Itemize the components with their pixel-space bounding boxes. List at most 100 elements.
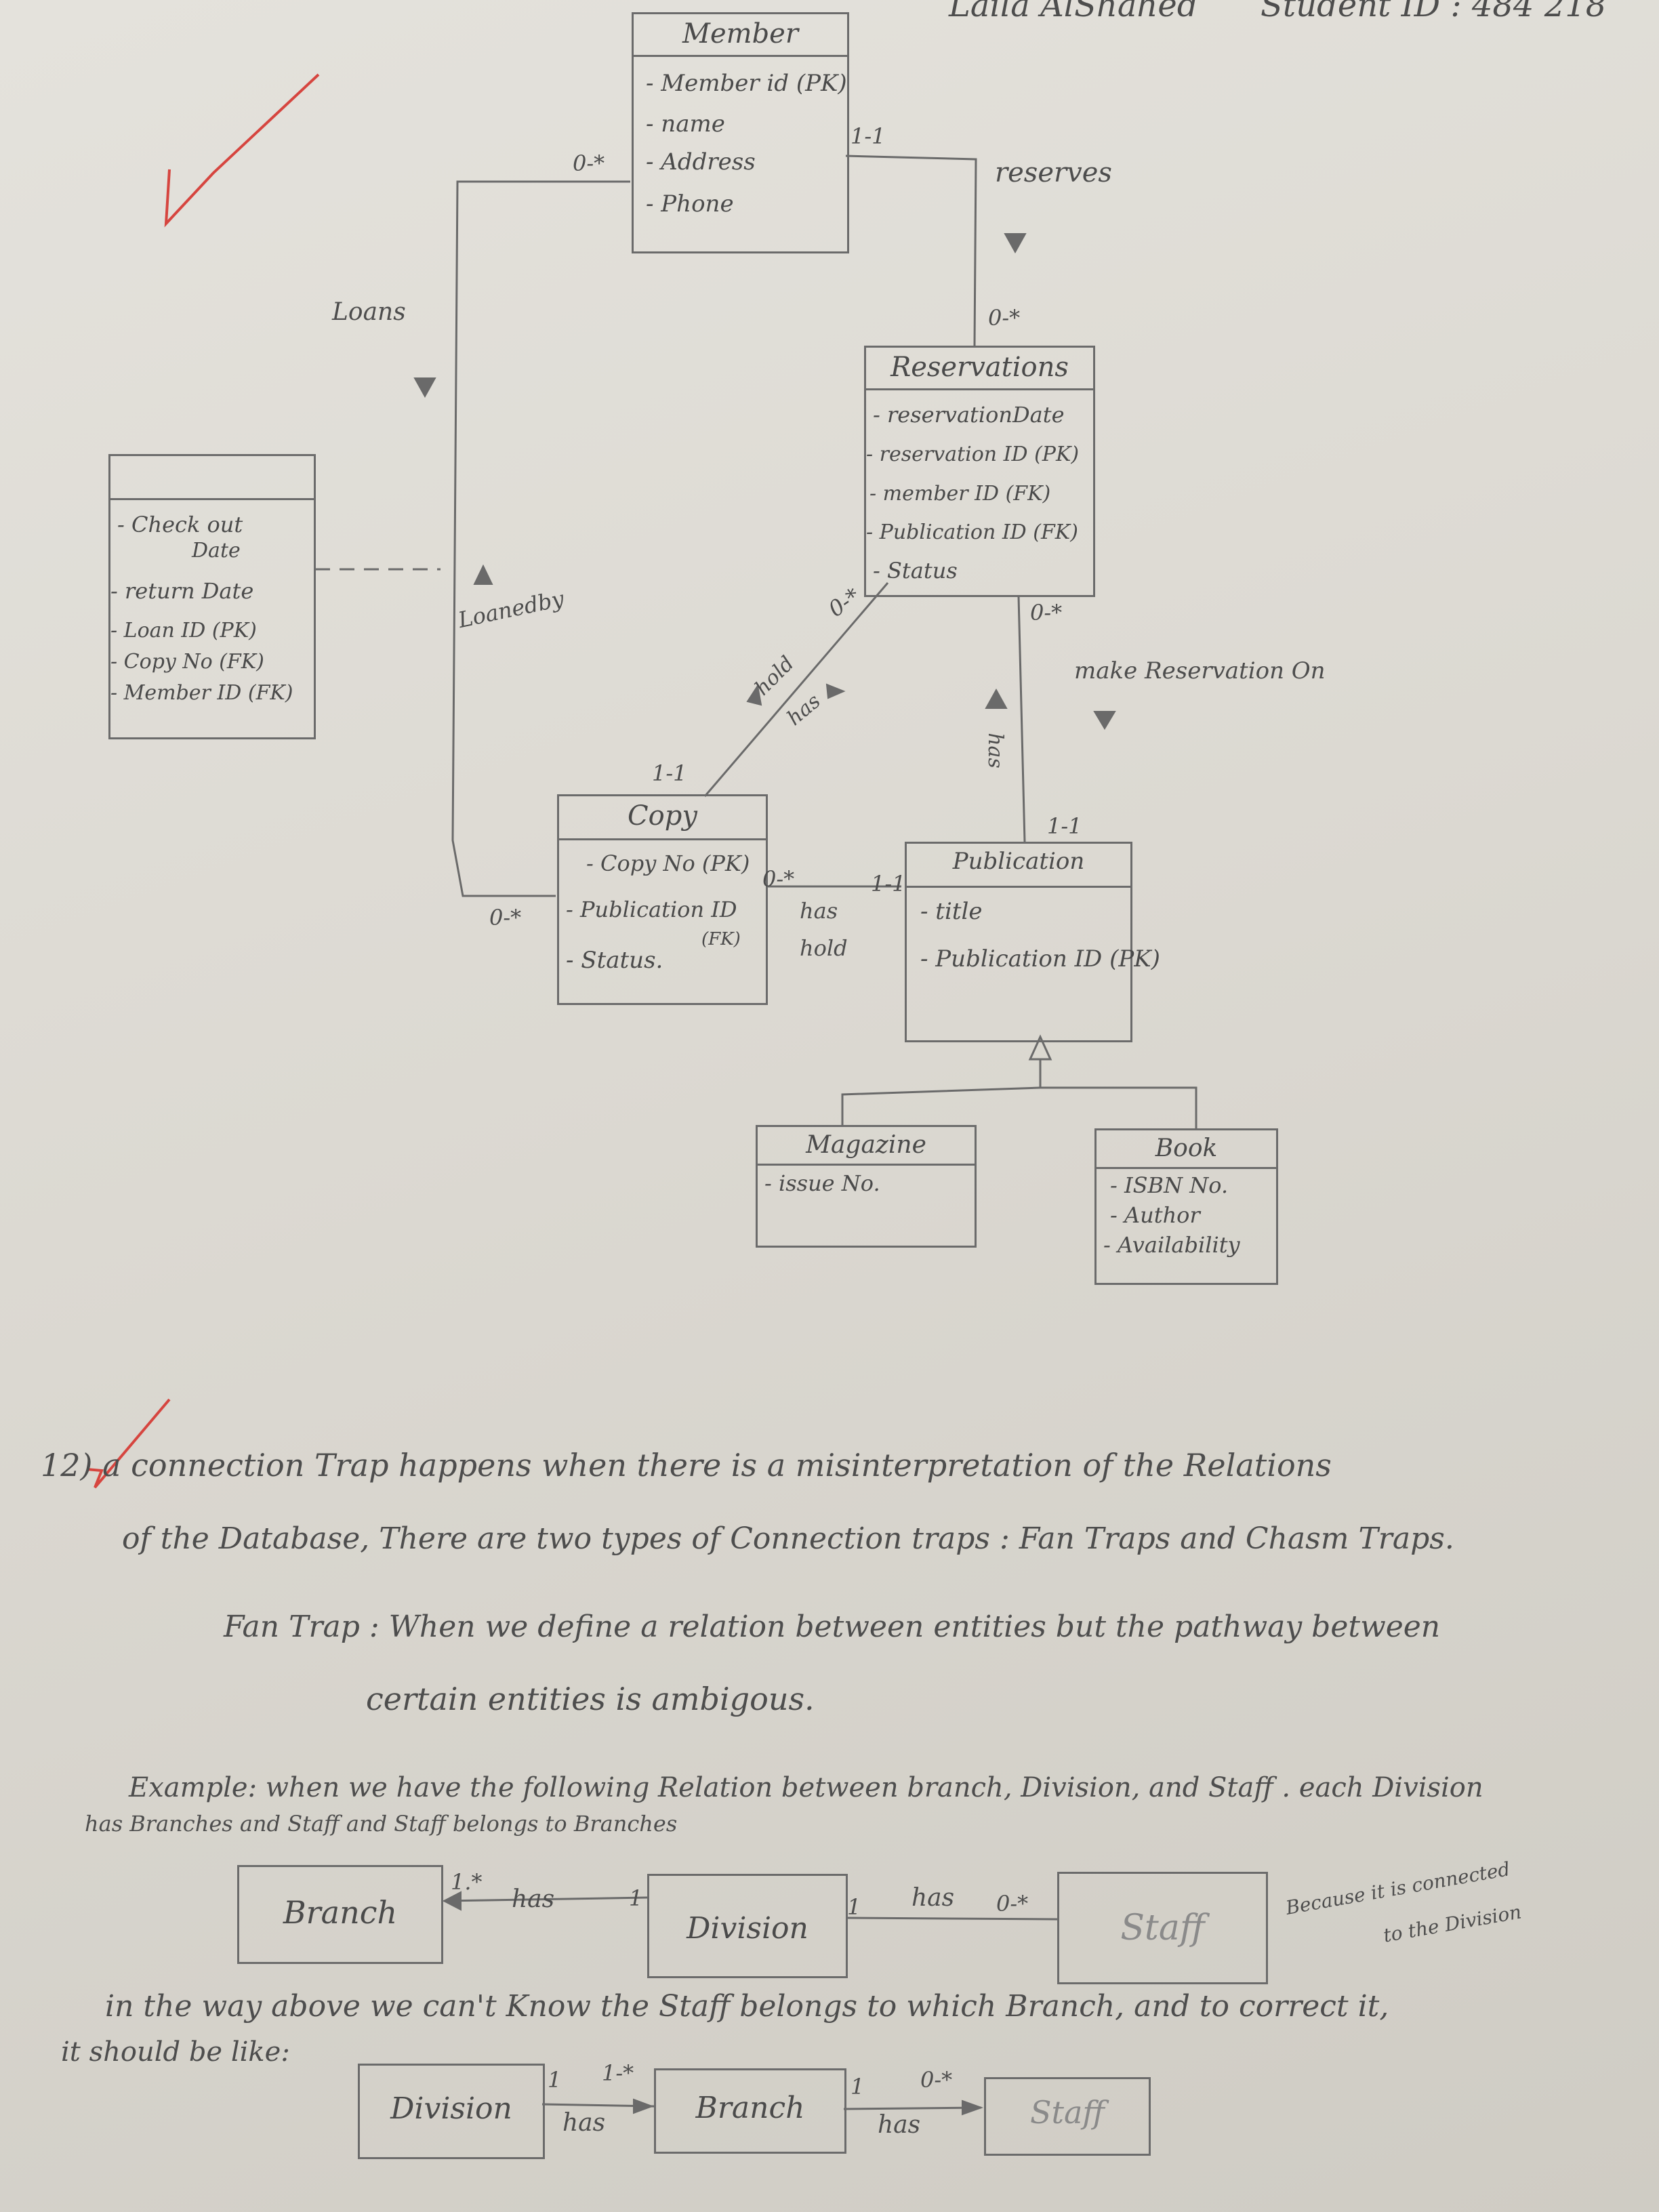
- ex2-division-box: Division: [358, 2064, 545, 2159]
- loan-attr: - Loan ID (PK): [110, 619, 257, 642]
- reservations-title: Reservations: [890, 352, 1069, 383]
- mult-pub-top: 1-1: [1047, 813, 1082, 839]
- red-check-top: [164, 73, 320, 228]
- arrowhead-hold: [746, 684, 762, 706]
- answer-line-4: certain entities is ambigous.: [366, 1681, 815, 1717]
- member-attr: - Phone: [646, 190, 734, 218]
- inheritance-left: [841, 1086, 1041, 1125]
- member-entity: Member - Member id (PK) - name - Address…: [632, 12, 849, 253]
- ex1-rel2: has: [912, 1884, 955, 1912]
- rel-has-left: has: [800, 898, 838, 924]
- publication-title: Publication: [952, 848, 1085, 875]
- inheritance-right: [1040, 1086, 1197, 1128]
- ex1-staff-box: Staff: [1057, 1872, 1268, 1984]
- ex2-mult-branch-left: 1-*: [602, 2060, 634, 2086]
- member-title: Member: [682, 18, 798, 49]
- red-check-answer: [86, 1398, 171, 1489]
- ex2-mult-div: 1: [548, 2067, 562, 2093]
- ex1-mult-div-right: 1: [847, 1894, 861, 1920]
- ex2-branch-box: Branch: [654, 2068, 846, 2154]
- ex1-branch-label: Branch: [283, 1894, 398, 1931]
- ex1-mult-staff: 0-*: [996, 1891, 1029, 1917]
- magazine-attr: - issue No.: [764, 1170, 880, 1196]
- ex1-staff-label: Staff: [1120, 1908, 1205, 1948]
- arrowhead-makeres: [1093, 711, 1116, 730]
- rel-reserves: reserves: [995, 157, 1112, 188]
- ex1-division-box: Division: [647, 1874, 848, 1978]
- reservations-attr: - Publication ID (FK): [866, 520, 1078, 544]
- member-attr: - Member id (PK): [646, 70, 847, 97]
- copy-entity: Copy - Copy No (PK) - Publication ID (FK…: [557, 794, 768, 1005]
- rel-loans: Loans: [332, 298, 406, 326]
- member-divider: [634, 55, 847, 57]
- ex1-division-label: Division: [687, 1911, 808, 1946]
- arrowhead-has: [825, 683, 846, 699]
- copy-attr: (FK): [701, 929, 741, 949]
- arrowhead-loans: [413, 377, 436, 398]
- arrowhead-ex2: [962, 2100, 983, 2116]
- copy-divider: [559, 838, 766, 840]
- loan-entity: - Check out Date - return Date - Loan ID…: [108, 454, 316, 739]
- book-divider: [1097, 1167, 1276, 1169]
- magazine-title: Magazine: [806, 1131, 926, 1159]
- ex2-division-label: Division: [390, 2091, 512, 2126]
- ex1-arrow2: [846, 1917, 1058, 1921]
- hold-line: [703, 582, 889, 797]
- ex2-rel2: has: [878, 2111, 921, 2139]
- mult-copy-top: 1-1: [652, 760, 687, 786]
- ex1-mult-branch: 1.*: [451, 1869, 483, 1895]
- mult-copy-right: 0-*: [762, 866, 795, 892]
- loan-attr: - return Date: [110, 578, 254, 604]
- ex2-rel1: has: [562, 2109, 606, 2137]
- ex2-branch-label: Branch: [695, 2091, 805, 2125]
- publication-entity: Publication - title - Publication ID (PK…: [905, 842, 1160, 1042]
- loans-line: [451, 180, 630, 897]
- ex1-branch-box: Branch: [237, 1865, 443, 1964]
- ex1-arrow1: [443, 1896, 648, 1902]
- mult-member-reserves: 1-1: [851, 123, 886, 149]
- ex2-staff-label: Staff: [1029, 2094, 1105, 2131]
- copy-title: Copy: [628, 800, 697, 832]
- ex2-staff-box: Staff: [984, 2077, 1151, 2156]
- reservations-attr: - Status: [873, 558, 958, 583]
- book-entity: Book - ISBN No. - Author - Availability: [1094, 1128, 1278, 1285]
- header-name: Laila AlShahed: [949, 0, 1198, 24]
- reserves-line: [845, 155, 977, 346]
- reservations-attr: - member ID (FK): [869, 482, 1051, 506]
- magazine-entity: Magazine - issue No.: [756, 1125, 977, 1248]
- answer-line-3: Fan Trap : When we define a relation bet…: [224, 1610, 1441, 1644]
- mult-reservations-pub: 0-*: [1030, 600, 1063, 626]
- arrowhead-has-vertical: [985, 688, 1008, 709]
- arrowhead-reserves: [1004, 233, 1027, 254]
- member-attr: - Address: [646, 148, 756, 176]
- mult-member-loans: 0-*: [573, 150, 605, 176]
- header-student-id: Student ID : 484 218: [1261, 0, 1607, 24]
- magazine-divider: [758, 1164, 975, 1166]
- ex2-mult-branch-right: 1: [851, 2074, 865, 2100]
- ex2-arrow2: [843, 2106, 982, 2110]
- rel-make-reservation-on: make Reservation On: [1074, 657, 1326, 684]
- ex1-rel1: has: [512, 1885, 555, 1913]
- copy-attr: - Status.: [566, 947, 663, 974]
- rel-has-vertical: has: [983, 733, 1007, 769]
- answer-line-2: of the Database, There are two types of …: [122, 1521, 1454, 1556]
- book-attr: - Author: [1110, 1202, 1200, 1228]
- reservations-divider: [866, 388, 1093, 390]
- reservations-attr: - reservationDate: [873, 402, 1065, 428]
- arrowhead-ex1: [442, 1891, 462, 1911]
- loan-divider: [110, 498, 314, 500]
- reservations-entity: Reservations - reservationDate - reserva…: [864, 346, 1095, 597]
- answer-line-1: 12) a connection Trap happens when there…: [41, 1447, 1332, 1483]
- loan-attr: - Member ID (FK): [110, 681, 293, 705]
- loan-attr: Date: [192, 539, 241, 562]
- book-title: Book: [1155, 1134, 1218, 1162]
- member-attr: - name: [646, 110, 725, 138]
- ex2-mult-staff: 0-*: [920, 2067, 953, 2093]
- rel-hold-left: hold: [800, 935, 848, 961]
- answer-line-5: Example: when we have the following Rela…: [129, 1772, 1483, 1803]
- arrowhead-ex1b: [633, 2098, 654, 2114]
- loan-attr: - Copy No (FK): [110, 650, 264, 674]
